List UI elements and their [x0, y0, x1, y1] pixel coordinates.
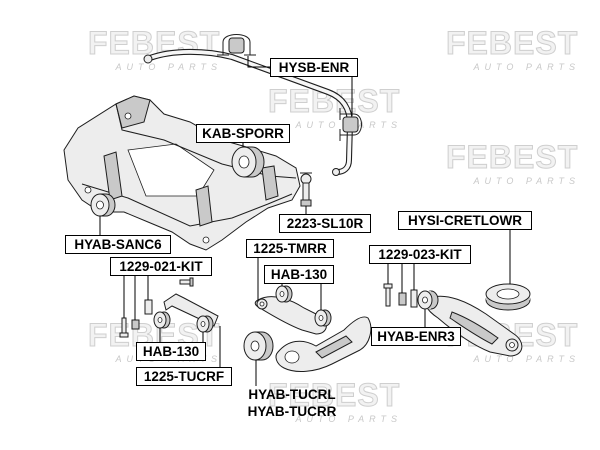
- knuckle-arm-drawing: [275, 316, 372, 372]
- upper-arm-bushing-right-drawing: [196, 315, 214, 333]
- part-label-kab-sporr: KAB-SPORR: [196, 124, 290, 143]
- leader-lines: [99, 56, 511, 386]
- bushing-body: [342, 116, 359, 133]
- subframe-mount-hole: [84, 186, 92, 194]
- watermark-logo: FEBEST AUTO PARTS: [445, 139, 580, 192]
- bolt-kit-left-drawing: [119, 277, 194, 338]
- part-label-hyab-enr3: HYAB-ENR3: [371, 327, 461, 346]
- sleeve: [410, 289, 418, 308]
- spring-seat-drawing: [485, 283, 531, 311]
- toe-control-arm-drawing: [254, 296, 327, 335]
- leader-line-hysb-enr-top: [247, 56, 270, 68]
- rear-lower-arm-drawing: [425, 295, 523, 357]
- knuckle-arm-rib: [315, 335, 353, 359]
- bushing-hole: [422, 296, 428, 304]
- toe-arm-body: [254, 296, 327, 335]
- watermark-brand: FEBEST: [267, 377, 401, 413]
- watermark-tagline: AUTO PARTS: [473, 354, 580, 364]
- watermark-logo: FEBEST AUTO PARTS: [267, 377, 402, 430]
- part-label-hysb-enr: HYSB-ENR: [270, 58, 358, 77]
- watermark-tagline: AUTO PARTS: [473, 62, 580, 72]
- bushing-hole: [250, 340, 260, 352]
- watermark-brand: FEBEST: [267, 83, 401, 119]
- part-label-hyab-tucrr: HYAB-TUCRR: [247, 403, 337, 419]
- toe-arm-bushing-right-drawing: [314, 309, 332, 327]
- stabilizer-link-drawing: [300, 172, 312, 207]
- watermark-tagline: AUTO PARTS: [115, 62, 222, 72]
- link-rod: [302, 182, 310, 202]
- rear-subframe-drawing: [63, 95, 301, 251]
- subframe-bushing-drawing: [231, 146, 265, 178]
- subframe-middle-bracket: [195, 185, 213, 227]
- toe-arm-bushing-left-drawing: [275, 285, 293, 303]
- watermark-logo: FEBEST AUTO PARTS: [445, 25, 580, 78]
- stabilizer-bushing-right-drawing: [339, 108, 362, 141]
- part-label-1225-tucrf: 1225-TUCRF: [136, 367, 232, 386]
- lower-arm-eye-hole: [509, 342, 515, 348]
- lower-arm-bushing-drawing: [417, 290, 439, 310]
- bolt-head: [119, 332, 129, 338]
- part-label-hab-130: HAB-130: [136, 342, 206, 361]
- bushing-hole: [200, 321, 206, 327]
- bolt-kit-right-drawing: [383, 283, 418, 308]
- upper-arm-bushing-left-drawing: [153, 311, 171, 329]
- subframe-opening: [127, 143, 215, 197]
- part-label-hyab-tucrl: HYAB-TUCRL: [248, 386, 336, 402]
- bushing-hole: [279, 291, 285, 297]
- stabilizer-bar-body: [148, 49, 352, 174]
- watermark-tagline: AUTO PARTS: [295, 414, 402, 424]
- sleeve: [144, 299, 153, 315]
- nut: [131, 319, 140, 330]
- part-label-1229-021-kit: 1229-021-KIT: [110, 257, 212, 276]
- subframe-rear-bushing-drawing: [90, 193, 116, 217]
- bushing-hole: [96, 200, 104, 210]
- bolt-shank: [121, 317, 127, 335]
- part-label-hyab-sanc6: HYAB-SANC6: [65, 235, 171, 254]
- link-lower-joint: [300, 199, 312, 207]
- washer: [398, 292, 407, 306]
- part-label-hab-130: HAB-130: [264, 265, 334, 284]
- lower-arm-rib: [449, 311, 499, 345]
- watermark-brand: FEBEST: [445, 139, 579, 175]
- subframe-mount-hole: [124, 112, 132, 120]
- bolt-shank: [385, 287, 391, 307]
- bushing-body: [228, 37, 245, 54]
- bolt-head: [383, 283, 393, 289]
- subframe-left-bracket: [103, 151, 123, 201]
- part-label-1229-023-kit: 1229-023-KIT: [369, 245, 471, 264]
- part-label-2223-sl10r: 2223-SL10R: [279, 214, 371, 233]
- bushing-hole: [318, 315, 324, 321]
- bushing-bracket: [222, 34, 251, 55]
- stabilizer-bar-end-eye: [143, 54, 153, 64]
- small-bolt-shank: [179, 279, 191, 285]
- stabilizer-bar-drawing: [143, 48, 353, 176]
- watermark-brand: FEBEST: [445, 25, 579, 61]
- part-label-hysi-cretlowr: HYSI-CRETLOWR: [398, 211, 532, 230]
- watermark-tagline: AUTO PARTS: [473, 176, 580, 186]
- seat-hole: [496, 288, 520, 300]
- knuckle-bushing-drawing: [243, 331, 274, 361]
- stabilizer-bushing-top-drawing: [217, 34, 256, 56]
- bushing-hole: [157, 317, 163, 323]
- part-label-1225-tmrr: 1225-TMRR: [246, 239, 334, 258]
- subframe-mount-hole: [202, 236, 210, 244]
- knuckle-arm-hole: [284, 350, 300, 364]
- small-bolt-head: [189, 277, 194, 287]
- bushing-hole: [238, 155, 250, 169]
- knuckle-arm-body: [275, 316, 372, 372]
- bushing-bracket: [340, 113, 362, 136]
- subframe-right-bracket: [261, 165, 279, 201]
- toe-arm-eye-hole: [259, 301, 265, 307]
- stabilizer-bar-end-eye: [332, 168, 340, 176]
